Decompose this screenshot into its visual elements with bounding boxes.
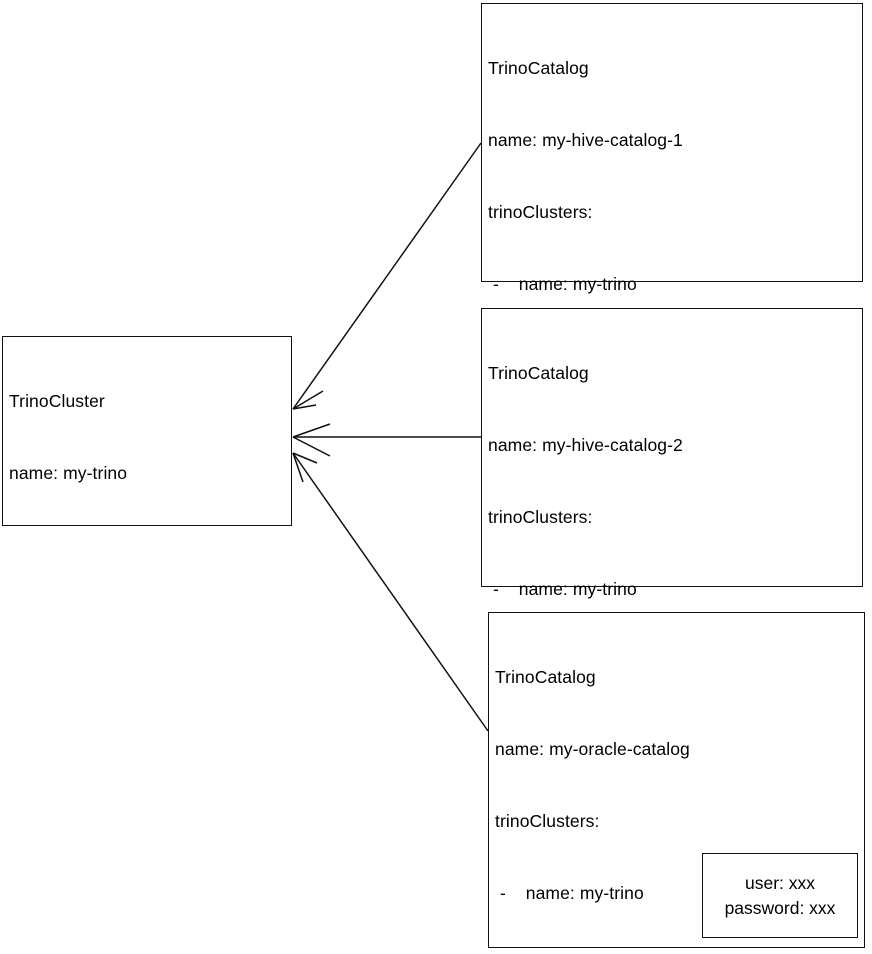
node-oracle-credentials-secret[interactable]: user: xxx password: xxx: [702, 853, 858, 938]
secret-line-user: user: xxx: [744, 872, 816, 893]
node-line: - name: my-trino: [495, 883, 644, 903]
node-line: - name: my-trino: [488, 579, 637, 599]
node-line: trinoClusters:: [488, 507, 593, 527]
node-line: trinoClusters:: [488, 202, 593, 222]
node-trino-cluster[interactable]: TrinoCluster name: my-trino: [2, 336, 292, 526]
node-line: TrinoCatalog: [488, 58, 589, 78]
node-line: name: my-trino: [9, 463, 128, 483]
edge-hive-catalog-2-to-cluster: [292, 423, 481, 457]
node-line: name: my-hive-catalog-1: [488, 130, 683, 150]
secret-line-password: password: xxx: [724, 897, 836, 918]
node-line: name: my-hive-catalog-2: [488, 435, 683, 455]
node-trino-catalog-hive-2[interactable]: TrinoCatalog name: my-hive-catalog-2 tri…: [481, 308, 863, 887]
node-line: - name: my-trino: [488, 274, 637, 294]
edge-oracle-catalog-to-cluster: [292, 452, 489, 732]
node-trino-cluster-text: TrinoCluster name: my-trino: [9, 341, 287, 533]
node-line: name: my-oracle-catalog: [495, 739, 690, 759]
node-trino-catalog-hive-1[interactable]: TrinoCatalog name: my-hive-catalog-1 tri…: [481, 3, 863, 654]
node-line: TrinoCatalog: [488, 363, 589, 383]
node-line: TrinoCluster: [9, 391, 105, 411]
node-line: TrinoCatalog: [495, 667, 596, 687]
edge-hive-catalog-1-to-cluster: [292, 142, 482, 410]
node-trino-catalog-oracle-text: TrinoCatalog name: my-oracle-catalog tri…: [495, 617, 860, 954]
node-line: trinoClusters:: [495, 811, 600, 831]
